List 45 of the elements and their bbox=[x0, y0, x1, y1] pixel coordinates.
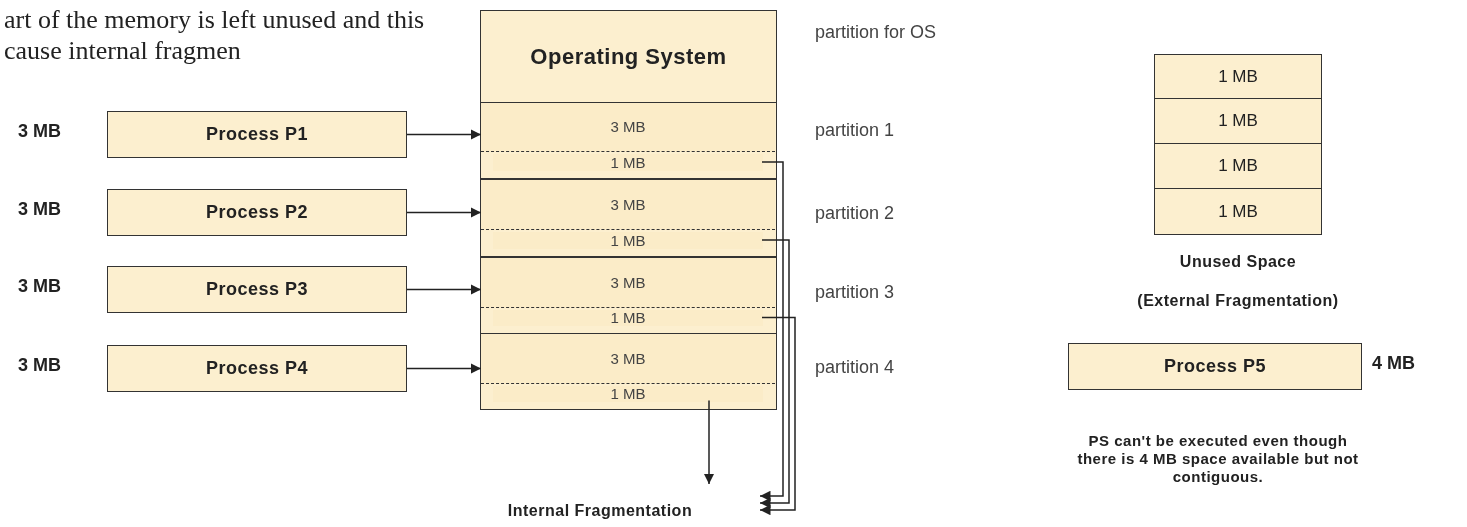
partition-block bbox=[480, 178, 777, 257]
process-box: Process P2 bbox=[107, 189, 407, 236]
memory-block: 1 MB bbox=[1154, 98, 1322, 144]
text-label: Internal Fragmentation bbox=[440, 484, 760, 520]
arrow bbox=[759, 316, 796, 516]
caption-text: (External Fragmentation) bbox=[1137, 292, 1339, 310]
memory-block: 1 MB bbox=[1154, 143, 1322, 189]
memory-region: 3 MB bbox=[481, 257, 775, 308]
process-box: Process P4 bbox=[107, 345, 407, 392]
size-label: 3 MB bbox=[18, 121, 61, 142]
partition-block bbox=[480, 256, 777, 334]
partition-block bbox=[480, 100, 777, 179]
memory-block: 1 MB bbox=[1154, 188, 1322, 235]
note-text: PS can't be executed even though there is 4 MB space available but not contiguous. bbox=[1076, 432, 1360, 486]
arrow bbox=[406, 363, 482, 374]
size-label: 3 MB bbox=[18, 199, 61, 220]
memory-region: 1 MB bbox=[493, 153, 763, 171]
arrow bbox=[406, 129, 482, 140]
partition-label: partition 4 bbox=[815, 357, 895, 378]
memory-region: 3 MB bbox=[481, 101, 775, 152]
process-box: Process P1 bbox=[107, 111, 407, 158]
size-label: 4 MB bbox=[1372, 353, 1415, 374]
arrow bbox=[703, 399, 715, 485]
arrow bbox=[759, 161, 784, 502]
partition-label: partition 1 bbox=[815, 120, 895, 141]
arrow bbox=[759, 239, 790, 509]
partition-label: partition for OS bbox=[815, 22, 937, 43]
partition-block bbox=[480, 332, 777, 410]
process-box: Process P5 bbox=[1068, 343, 1362, 390]
memory-region: 3 MB bbox=[481, 333, 775, 384]
size-label: 3 MB bbox=[18, 276, 61, 297]
caption-text: Unused Space bbox=[1179, 253, 1297, 271]
memory-region: 1 MB bbox=[493, 385, 763, 402]
memory-region: 1 MB bbox=[493, 231, 763, 249]
size-label: 3 MB bbox=[18, 355, 61, 376]
memory-block: Operating System bbox=[480, 10, 777, 103]
arrow bbox=[406, 207, 482, 218]
partition-label: partition 2 bbox=[815, 203, 895, 224]
memory-region: 1 MB bbox=[493, 309, 763, 326]
heading-text: art of the memory is left unused and this cause internal fragmen bbox=[4, 4, 426, 67]
arrow bbox=[406, 284, 482, 295]
memory-block: 1 MB bbox=[1154, 54, 1322, 99]
partition-label: partition 3 bbox=[815, 282, 895, 303]
process-box: Process P3 bbox=[107, 266, 407, 313]
memory-region: 3 MB bbox=[481, 179, 775, 230]
